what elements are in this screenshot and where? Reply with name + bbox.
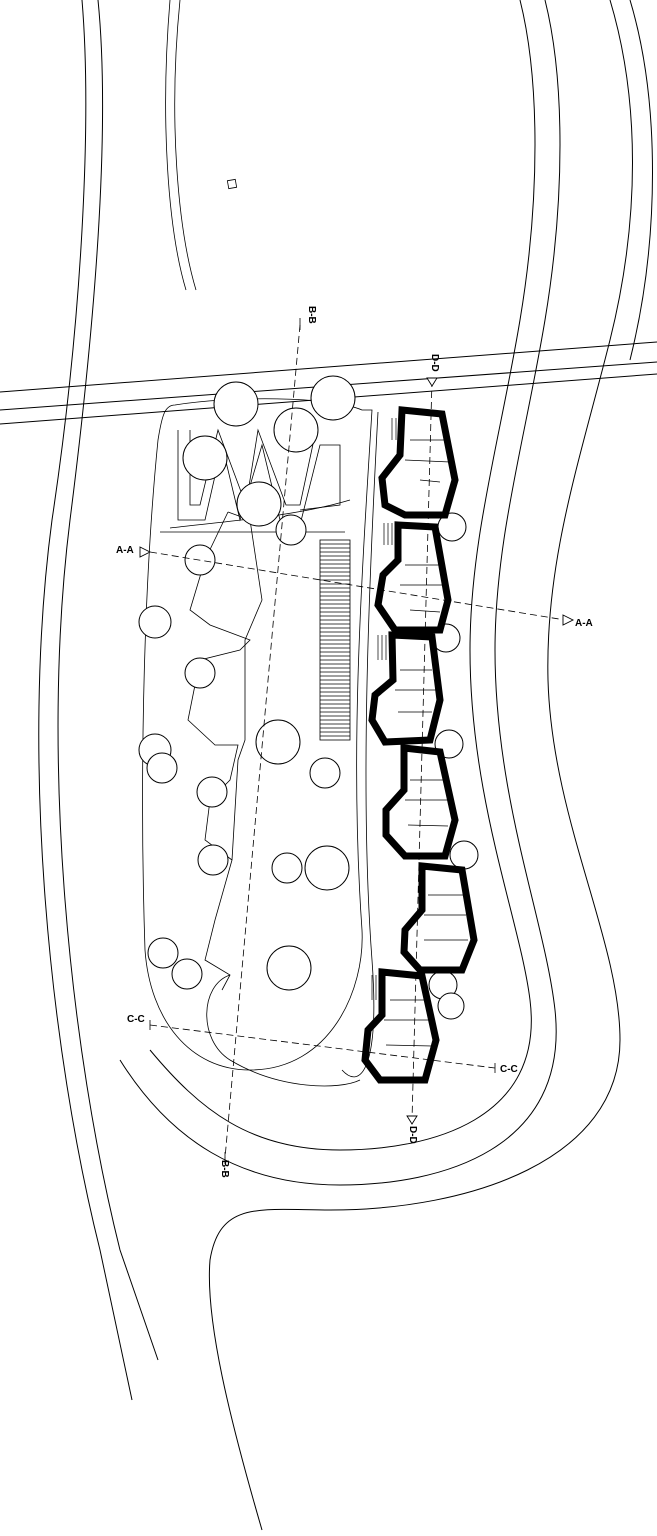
site-boundary	[142, 398, 379, 1087]
tree-19	[171, 958, 203, 990]
tree-9	[184, 657, 216, 689]
tree-8	[138, 605, 172, 639]
house-5	[400, 862, 478, 974]
dd-top-marker	[426, 377, 438, 387]
house-3	[368, 631, 444, 746]
house-1	[378, 406, 459, 519]
section-lines	[139, 318, 575, 1164]
bike-rack	[319, 539, 351, 741]
tree-1	[213, 381, 259, 427]
aa-right-marker	[562, 614, 575, 626]
tree-6	[275, 514, 307, 546]
tree-14	[196, 776, 228, 808]
tree-17	[304, 845, 350, 891]
dd-bottom-marker	[406, 1115, 418, 1125]
dd-top-label: D-D	[429, 354, 440, 372]
tree-2	[273, 407, 319, 453]
bb-bottom-label: B-B	[219, 1160, 230, 1178]
trees	[138, 375, 479, 1020]
section-labels: A-A A-A C-C C-C B-B B-B D-D D-D	[116, 306, 593, 1178]
tree-15	[197, 844, 229, 876]
cc-right-label: C-C	[500, 1064, 518, 1075]
tree-16	[271, 852, 303, 884]
cc-left-label: C-C	[127, 1014, 145, 1025]
aa-right-label: A-A	[575, 618, 593, 629]
tree-12	[146, 752, 178, 784]
house-6	[361, 968, 440, 1084]
tree-26	[437, 992, 465, 1020]
tree-10	[255, 719, 301, 765]
aa-left-marker	[139, 546, 152, 558]
tree-4	[182, 435, 228, 481]
tree-13	[309, 757, 341, 789]
site-marker-square	[226, 178, 238, 190]
house-2	[374, 521, 452, 634]
green-area	[187, 511, 263, 991]
house-4	[382, 744, 459, 860]
tree-18	[147, 937, 179, 969]
bb-top-label: B-B	[306, 306, 317, 324]
dd-bottom-label: D-D	[407, 1126, 418, 1144]
tree-3	[310, 375, 356, 421]
tree-5	[236, 481, 282, 527]
buildings	[361, 406, 478, 1084]
tree-20	[266, 945, 312, 991]
aa-left-label: A-A	[116, 545, 134, 556]
tree-24	[449, 840, 479, 870]
